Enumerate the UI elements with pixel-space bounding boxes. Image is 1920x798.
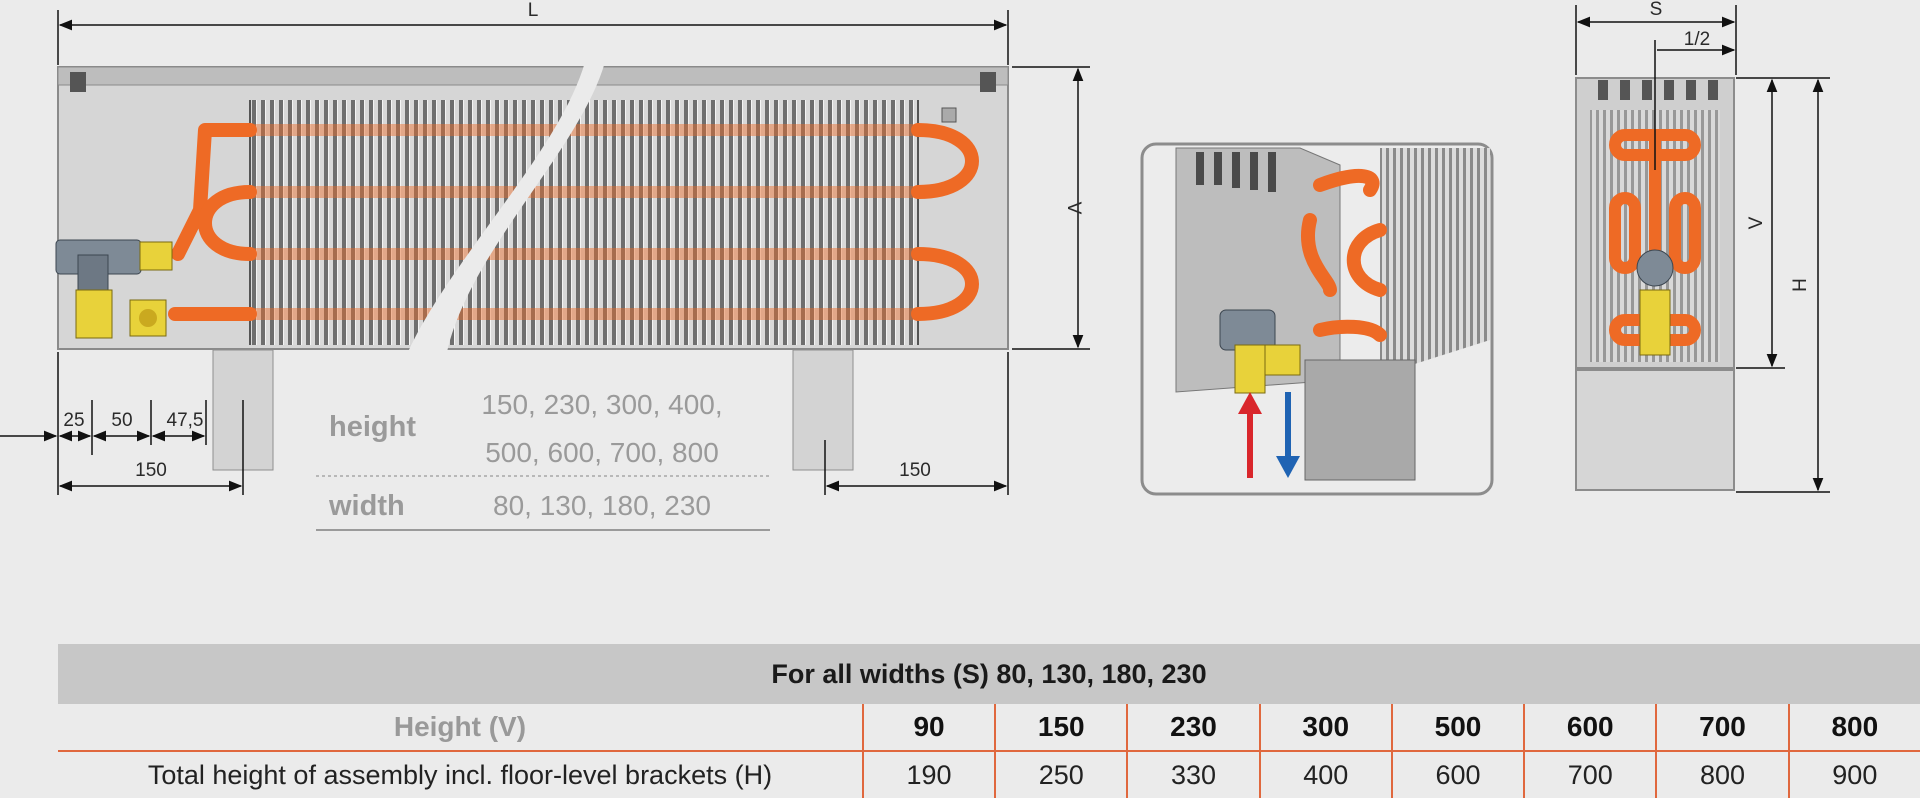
- pipe-bends: [168, 123, 979, 321]
- spec-height-label: height: [329, 411, 416, 443]
- dim-50: 50: [111, 410, 132, 431]
- spec-height-values-1: 150, 230, 300, 400,: [481, 389, 722, 420]
- table-row: Total height of assembly incl. floor-lev…: [58, 751, 1920, 798]
- height-cell: 150: [994, 704, 1128, 752]
- height-cell: 600: [1523, 704, 1657, 752]
- valve-assembly: [55, 239, 173, 339]
- size-legend: height 150, 230, 300, 400, 500, 600, 700…: [316, 389, 770, 531]
- tube-rows: [244, 124, 924, 320]
- spec-width-label: width: [328, 490, 405, 522]
- dim-S: S: [1650, 0, 1663, 20]
- total-cell: 400: [1258, 751, 1392, 798]
- dim-47-5: 47,5: [167, 410, 204, 431]
- dim-25: 25: [63, 410, 84, 431]
- total-cell: 600: [1390, 751, 1525, 798]
- dim-150-left: 150: [135, 460, 167, 481]
- dim-H: H: [1790, 278, 1811, 292]
- table-title: For all widths (S) 80, 130, 180, 230: [58, 644, 1920, 704]
- height-cell: 90: [861, 704, 996, 752]
- spec-height-values-2: 500, 600, 700, 800: [485, 437, 719, 468]
- height-cell: 800: [1787, 704, 1920, 752]
- dim-L: L: [528, 0, 539, 21]
- dim-150-right: 150: [899, 460, 931, 481]
- total-cell: 700: [1523, 751, 1657, 798]
- dim-V-side: V: [1746, 216, 1767, 229]
- heat-exchanger-fins: [250, 100, 918, 345]
- table-header-row: Height (V) 90 150 230 300 500 600 700 80…: [58, 704, 1920, 752]
- total-height-label: Total height of assembly incl. floor-lev…: [147, 759, 773, 790]
- total-cell: 190: [861, 751, 996, 798]
- height-cell: 500: [1390, 704, 1525, 752]
- spec-width-values: 80, 130, 180, 230: [493, 490, 711, 521]
- total-cell: 900: [1787, 751, 1920, 798]
- section-break: [408, 62, 605, 352]
- floor-bracket-right: [792, 349, 854, 471]
- dim-V-front: V: [1063, 202, 1084, 215]
- technical-drawing: L V 25 50 47,5 150 150 height 150, 230, …: [0, 0, 1830, 531]
- height-cell: 700: [1655, 704, 1789, 752]
- connection-detail-inset: [1140, 142, 1494, 496]
- housing-top-rail: [57, 66, 1009, 86]
- height-v-label: Height (V): [58, 704, 863, 752]
- height-cell: 300: [1258, 704, 1392, 752]
- total-cell: 330: [1126, 751, 1260, 798]
- height-cell: 230: [1126, 704, 1260, 752]
- total-cell: 250: [994, 751, 1128, 798]
- side-view: S 1/2 V H: [1575, 0, 1830, 493]
- height-spec-table: For all widths (S) 80, 130, 180, 230 Hei…: [58, 644, 1920, 798]
- total-cell: 800: [1655, 751, 1789, 798]
- front-view: L V 25 50 47,5 150 150: [0, 0, 1090, 495]
- dim-half: 1/2: [1684, 29, 1710, 50]
